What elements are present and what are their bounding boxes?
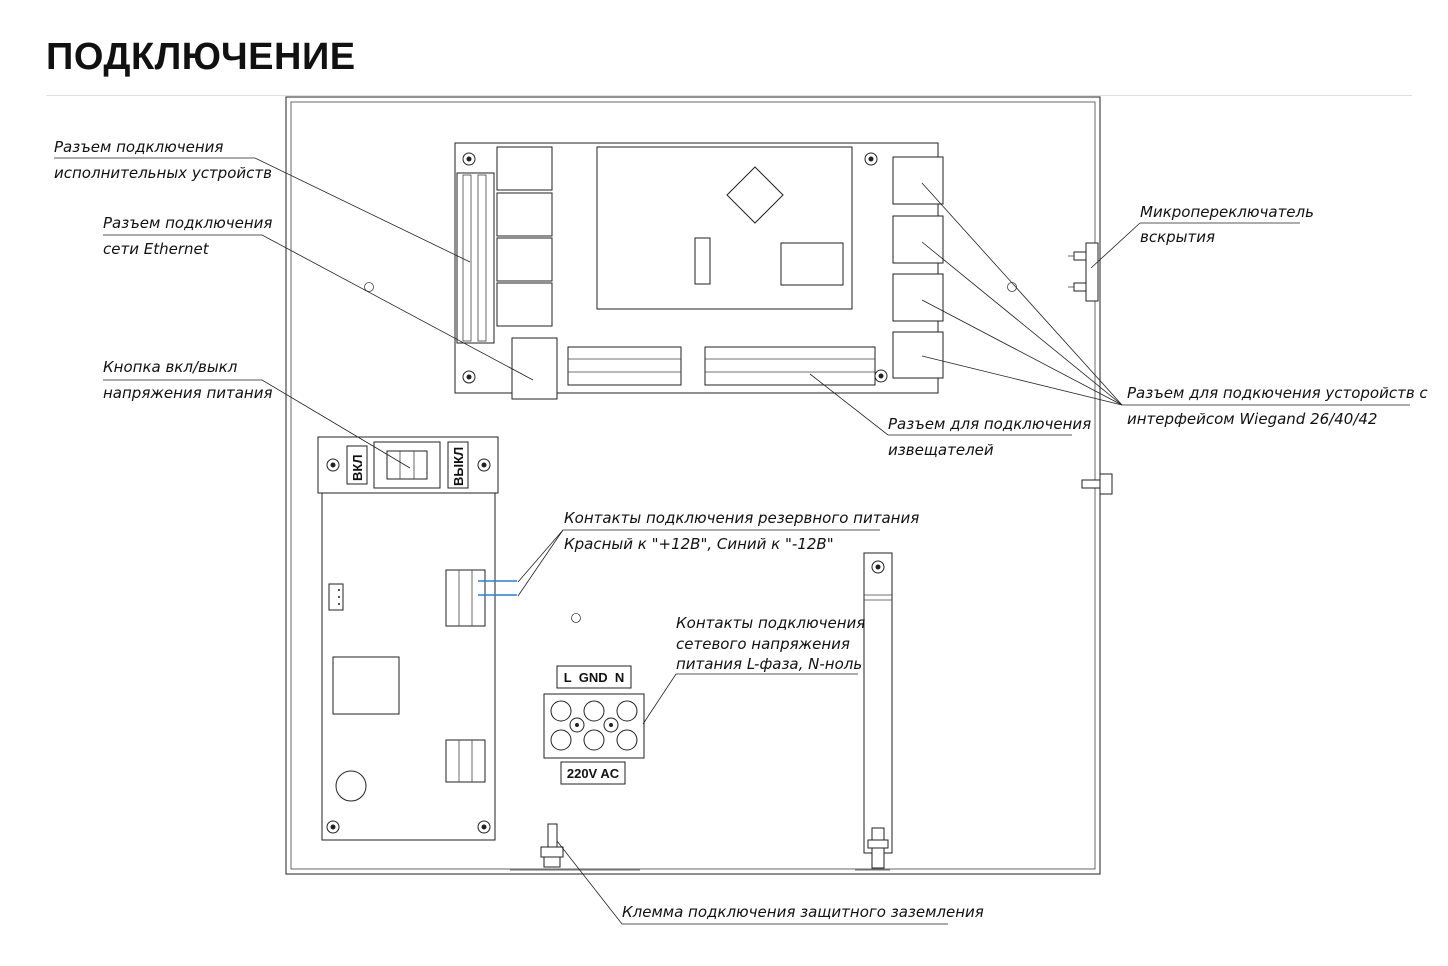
svg-text:Разъем для подкючения усторойс: Разъем для подкючения усторойств с <box>1127 384 1428 402</box>
svg-text:Разъем для подключения: Разъем для подключения <box>888 415 1091 433</box>
power-board: ВКЛ ВЫКЛ <box>317 436 517 841</box>
svg-text:исполнительных устройств: исполнительных устройств <box>54 164 272 182</box>
switch-on-label: ВКЛ <box>350 455 365 481</box>
svg-text:извещателей: извещателей <box>888 441 994 459</box>
svg-text:Клемма подключения защитного з: Клемма подключения защитного заземления <box>622 903 984 921</box>
callout-actuators: Разъем подключения исполнительных устрой… <box>54 138 272 182</box>
svg-text:сетевого напряжения: сетевого напряжения <box>676 635 850 653</box>
callout-power-button: Кнопка вкл/выкл напряжения питания <box>103 358 273 402</box>
callout-wiegand: Разъем для подкючения усторойств с интер… <box>1127 384 1428 428</box>
page-title: ПОДКЛЮЧЕНИЕ <box>46 36 356 78</box>
screw-icon <box>462 152 476 166</box>
callout-ground: Клемма подключения защитного заземления <box>622 903 984 921</box>
svg-text:напряжения питания: напряжения питания <box>103 384 273 402</box>
screw-icon <box>871 560 885 574</box>
callout-ethernet: Разъем подключения сети Ethernet <box>103 214 272 258</box>
screw-icon <box>462 370 476 384</box>
tamper-switch <box>1068 242 1099 302</box>
svg-text:интерфейсом Wiegand 26/40/42: интерфейсом Wiegand 26/40/42 <box>1127 410 1377 428</box>
leader-lines <box>54 157 1410 925</box>
callout-backup-power: Контакты подключения резервного питания … <box>564 509 919 553</box>
screw-icon <box>864 152 878 166</box>
svg-text:питания L-фаза, N-ноль: питания L-фаза, N-ноль <box>676 655 862 673</box>
svg-text:Разъем подключения: Разъем подключения <box>103 214 272 232</box>
callout-tamper: Микропереключатель вскрытия <box>1140 203 1314 246</box>
mains-terminal-block: L GND N 220V AC <box>543 665 645 785</box>
svg-text:сети Ethernet: сети Ethernet <box>103 240 210 258</box>
svg-text:Микропереключатель: Микропереключатель <box>1140 203 1314 221</box>
switch-off-label: ВЫКЛ <box>451 447 466 486</box>
callout-mains: Контакты подключения сетевого напряжения… <box>676 614 865 673</box>
screw-icon <box>326 458 340 472</box>
callout-detectors: Разъем для подключения извещателей <box>888 415 1091 459</box>
svg-text:вскрытия: вскрытия <box>1140 228 1215 246</box>
svg-text:Красный к "+12В", Синий к "-12: Красный к "+12В", Синий к "-12В" <box>564 535 834 553</box>
screw-icon <box>477 820 491 834</box>
svg-text:Кнопка вкл/выкл: Кнопка вкл/выкл <box>103 358 238 376</box>
screw-icon <box>326 820 340 834</box>
mounting-rail <box>863 552 893 869</box>
screw-icon <box>477 458 491 472</box>
terminal-marking: L GND N <box>564 670 624 685</box>
side-bolt <box>1081 473 1113 495</box>
controller-board <box>454 142 944 400</box>
title-divider <box>46 95 1412 96</box>
svg-text:Контакты подключения резервног: Контакты подключения резервного питания <box>564 509 919 527</box>
ground-stud <box>540 823 564 868</box>
svg-text:Разъем подключения: Разъем подключения <box>54 138 223 156</box>
voltage-marking: 220V AC <box>567 766 620 781</box>
screw-icon <box>874 369 888 383</box>
svg-text:Контакты подключения: Контакты подключения <box>676 614 865 632</box>
